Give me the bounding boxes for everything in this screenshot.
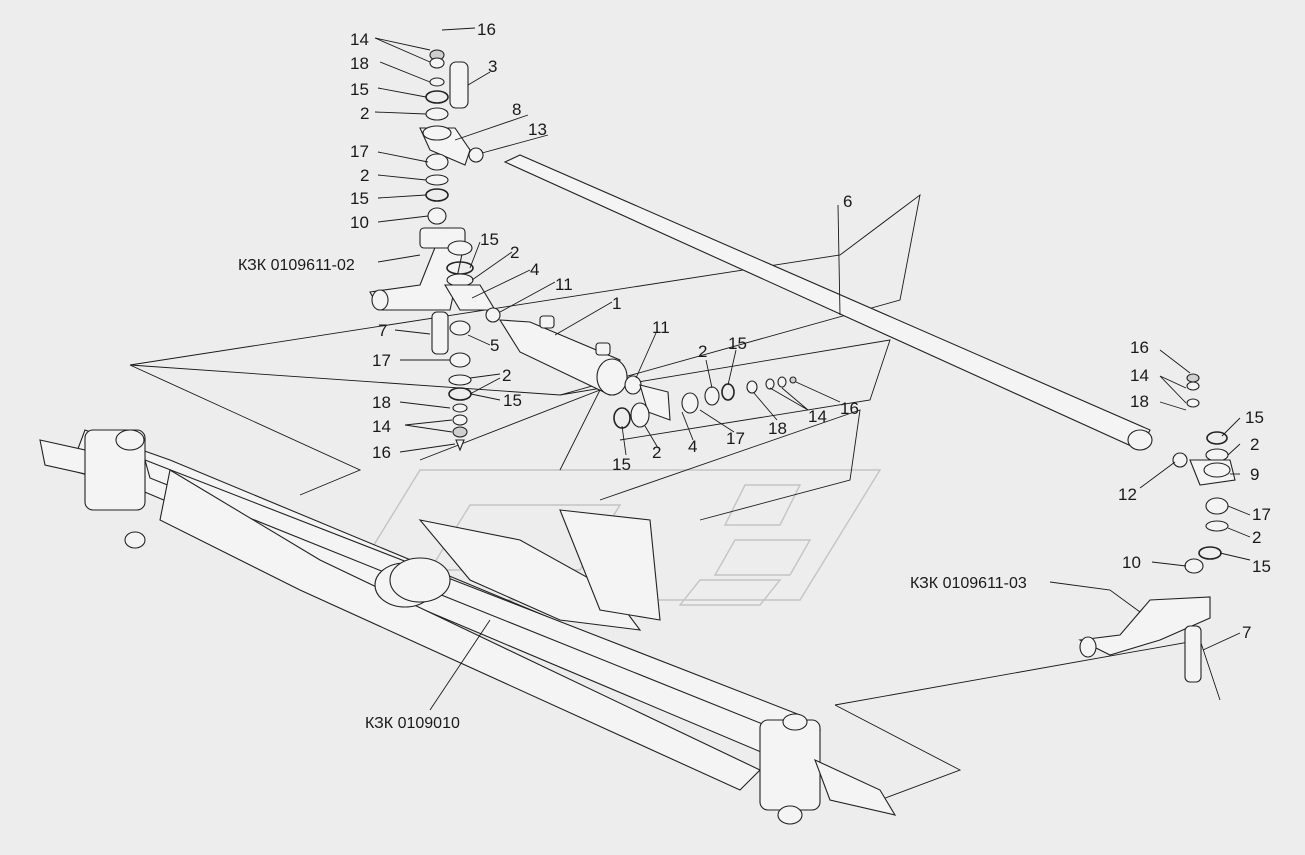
callout-2-ring: 2 [652,443,661,462]
callout-15-ring: 15 [612,455,631,474]
callout-8: 8 [512,100,521,119]
assembly-planes [129,193,1221,801]
callout-17-right: 17 [1252,505,1271,524]
left-parts-stack [419,49,501,452]
callout-2-right-top: 2 [1250,435,1259,454]
callout-12: 12 [1118,485,1137,504]
tie-rod [503,154,1188,468]
callout-6: 6 [843,192,852,211]
axle-code: КЗК 0109010 [365,715,460,732]
callout-16-end: 16 [840,399,859,418]
callout-15-cylinder: 15 [728,334,747,353]
callout-16-top: 16 [477,20,496,39]
callout-14-bottom: 14 [372,417,391,436]
callout-2-top: 2 [360,104,369,123]
callout-2-knuckle: 2 [510,243,519,262]
callout-16-right: 16 [1130,338,1149,357]
callout-15-mid: 15 [350,189,369,208]
callout-4: 4 [530,260,539,279]
callout-18-right: 18 [1130,392,1149,411]
callout-2-cylinder: 2 [698,342,707,361]
leader-lines [374,27,1251,711]
callout-5: 5 [490,336,499,355]
callout-10-left: 10 [350,213,369,232]
callout-4-end: 4 [688,437,697,456]
callout-16-bottom: 16 [372,443,391,462]
callout-11-center: 11 [555,275,573,294]
callout-3: 3 [488,57,497,76]
callout-2-right-bottom: 2 [1252,528,1261,547]
callout-13: 13 [528,120,547,139]
callout-15-knuckle: 15 [480,230,499,249]
callout-14-end: 14 [808,407,827,426]
callout-1: 1 [612,294,621,313]
callout-15-bottom: 15 [503,391,522,410]
left-steering-knuckle [369,227,466,311]
callout-18-bottom: 18 [372,393,391,412]
hydraulic-cylinder [498,315,797,429]
callout-2-mid: 2 [360,166,369,185]
callout-14-right: 14 [1130,366,1149,385]
left-knuckle-code: КЗК 0109611-02 [238,257,355,274]
callout-17-end: 17 [726,429,745,448]
callout-15-right-bottom: 15 [1252,557,1271,576]
callout-7-left: 7 [378,321,387,340]
callout-15-top: 15 [350,80,369,99]
right-knuckle-code: КЗК 0109611-03 [910,575,1027,592]
callout-2-bottom: 2 [502,366,511,385]
callout-17-bottom: 17 [372,351,391,370]
callout-11-cylinder: 11 [652,318,670,337]
callout-10-right: 10 [1122,553,1141,572]
callout-18-end: 18 [768,419,787,438]
right-parts-stack [1184,373,1236,574]
callout-17-top: 17 [350,142,369,161]
callout-9: 9 [1250,465,1259,484]
callout-15-right-top: 15 [1245,408,1264,427]
right-steering-knuckle [1078,596,1211,683]
callout-7-right: 7 [1242,623,1251,642]
axle-beam [39,429,897,825]
callout-14-top: 14 [350,30,369,49]
callout-18-top: 18 [350,54,369,73]
